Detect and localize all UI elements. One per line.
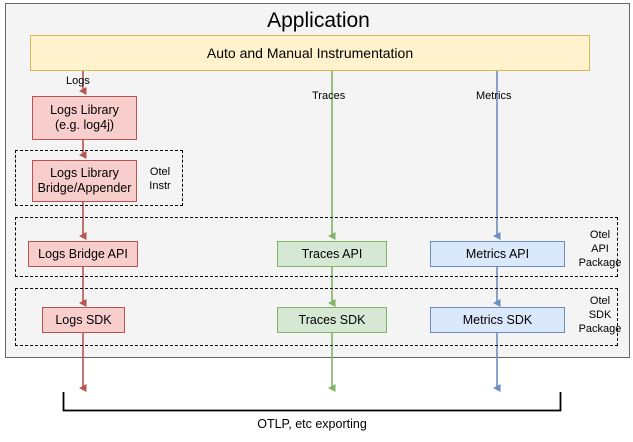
traces-sdk-box[interactable]: Traces SDK (277, 307, 387, 333)
edge-label-metrics: Metrics (476, 90, 512, 102)
logs-bridge-api-box[interactable]: Logs Bridge API (28, 241, 138, 267)
page-title: Application (267, 9, 370, 32)
export-caption: OTLP, etc exporting (257, 417, 367, 431)
otel-api-label-line3: Package (578, 257, 622, 269)
logs-bridge-appender-label-line1: Logs Library (50, 166, 119, 180)
logs-library-bridge-appender-box[interactable]: Logs Library Bridge/Appender (32, 160, 137, 202)
otel-sdk-package-group (15, 288, 618, 346)
logs-library-label-line2: (e.g. log4j) (54, 118, 115, 132)
otel-sdk-package-group-label: Otel SDK Package (570, 294, 630, 336)
logs-library-label-line1: Logs Library (50, 103, 119, 117)
otel-instr-group-label: Otel Instr (140, 165, 180, 193)
logs-library-box[interactable]: Logs Library (e.g. log4j) (32, 96, 137, 140)
otel-sdk-label-line2: SDK (588, 309, 612, 321)
otel-instr-label-line1: Otel (149, 166, 171, 178)
otel-api-package-group (15, 217, 618, 277)
otel-api-label-line1: Otel (589, 229, 611, 241)
logs-sdk-box[interactable]: Logs SDK (42, 307, 125, 333)
metrics-api-box[interactable]: Metrics API (430, 241, 565, 267)
otel-sdk-label-line3: Package (578, 323, 622, 335)
metrics-sdk-box[interactable]: Metrics SDK (430, 307, 565, 333)
otel-instr-group (15, 150, 183, 206)
auto-manual-instrumentation-box[interactable]: Auto and Manual Instrumentation (30, 35, 590, 71)
otel-sdk-label-line1: Otel (589, 295, 611, 307)
logs-bridge-appender-label-line2: Bridge/Appender (37, 181, 132, 195)
traces-api-box[interactable]: Traces API (277, 241, 387, 267)
edge-label-traces: Traces (312, 90, 346, 102)
otel-api-label-line2: API (591, 243, 609, 255)
edge-label-logs: Logs (66, 75, 90, 87)
otel-api-package-group-label: Otel API Package (570, 228, 630, 270)
otel-instr-label-line2: Instr (149, 180, 171, 192)
